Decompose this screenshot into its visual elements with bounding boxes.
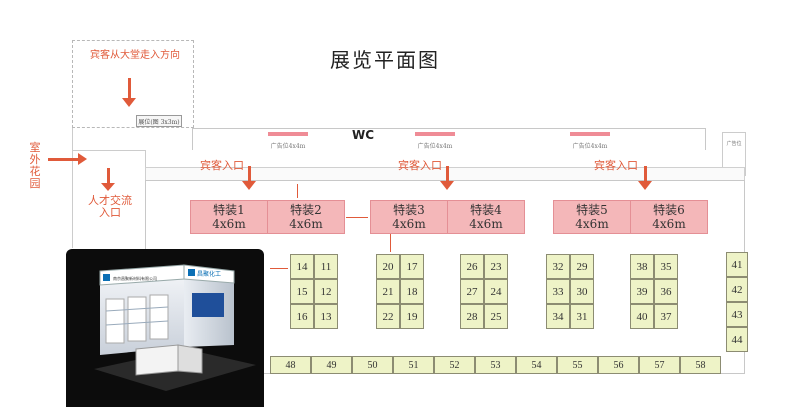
special-booth-name: 特装3 [393, 203, 425, 217]
entrance-label-2: 宾客入口 [398, 159, 442, 172]
special-booth-5: 特装5 4x6m [553, 200, 631, 234]
booth-27: 27 [460, 279, 484, 304]
lobby-arrow-icon [128, 78, 131, 100]
booth-36: 36 [654, 279, 678, 304]
talent-label-line-1: 人才交流 [88, 194, 132, 207]
booth-16: 16 [290, 304, 314, 329]
special-booth-6: 特装6 4x6m [630, 200, 708, 234]
ad-spot-label-2: 广告位4x4m [417, 143, 453, 150]
entrance-label-1: 宾客入口 [200, 159, 244, 172]
dimension-marker [297, 184, 298, 198]
booth-28: 28 [460, 304, 484, 329]
special-booth-4: 特装4 4x6m [447, 200, 525, 234]
special-booth-name: 特装2 [290, 203, 322, 217]
talent-label-line-2: 入口 [99, 206, 121, 219]
booth-29: 29 [570, 254, 594, 279]
booth-34: 34 [546, 304, 570, 329]
special-booth-size: 4x6m [652, 217, 686, 231]
booth-20: 20 [376, 254, 400, 279]
corridor-left-wall [72, 128, 73, 248]
booth-39: 39 [630, 279, 654, 304]
special-booth-size: 4x6m [469, 217, 503, 231]
garden-arrow-icon [48, 158, 78, 161]
special-booth-name: 特装6 [653, 203, 685, 217]
dimension-marker [270, 268, 288, 269]
special-booth-name: 特装1 [213, 203, 245, 217]
lobby-small-booth: 展位(图 3x3m) [136, 115, 182, 127]
entrance-arrow-1-icon [248, 166, 251, 182]
ad-spot-bar-2 [415, 132, 455, 136]
special-booth-1: 特装1 4x6m [190, 200, 268, 234]
special-booth-name: 特装5 [576, 203, 608, 217]
special-booth-3: 特装3 4x6m [370, 200, 448, 234]
booth-24: 24 [484, 279, 508, 304]
ad-spot-label-1: 广告位4x4m [270, 143, 306, 150]
booth-35: 35 [654, 254, 678, 279]
booth-14: 14 [290, 254, 314, 279]
ad-spot-bar-3 [570, 132, 610, 136]
garden-char-3: 花 [29, 165, 41, 178]
special-booth-size: 4x6m [575, 217, 609, 231]
booth-32: 32 [546, 254, 570, 279]
booth-33: 33 [546, 279, 570, 304]
special-booth-size: 4x6m [289, 217, 323, 231]
ad-spot-label-4: 广告位 [726, 141, 742, 147]
entrance-arrowhead-1-icon [242, 181, 256, 190]
booth-brand-text: 南京昌聚新材料有限公司 [113, 275, 157, 281]
booth-photo: 南京昌聚新材料有限公司 昌聚化工 [66, 249, 264, 407]
entrance-arrow-2-icon [446, 166, 449, 182]
corridor-divider [72, 150, 145, 151]
booth-37: 37 [654, 304, 678, 329]
dimension-marker [390, 232, 391, 252]
outdoor-garden-label: 室 外 花 园 [28, 142, 42, 190]
booth-21: 21 [376, 279, 400, 304]
page-title: 展览平面图 [330, 48, 440, 72]
booth-15: 15 [290, 279, 314, 304]
booth-18: 18 [400, 279, 424, 304]
booth-31: 31 [570, 304, 594, 329]
booth-26: 26 [460, 254, 484, 279]
booth-30: 30 [570, 279, 594, 304]
talent-arrow-icon [107, 168, 110, 184]
booth-38: 38 [630, 254, 654, 279]
booth-logo-text: 昌聚化工 [197, 270, 221, 278]
ad-spot-bar-1 [268, 132, 308, 136]
booth-12: 12 [314, 279, 338, 304]
booth-render-image: 南京昌聚新材料有限公司 昌聚化工 [94, 264, 256, 391]
lobby-direction-label: 宾客从大堂走入方向 [90, 50, 180, 61]
garden-char-2: 外 [29, 153, 41, 166]
booth-13: 13 [314, 304, 338, 329]
booth-25: 25 [484, 304, 508, 329]
special-booth-name: 特装4 [470, 203, 502, 217]
special-booth-2: 特装2 4x6m [267, 200, 345, 234]
booth-40: 40 [630, 304, 654, 329]
talent-exchange-label: 人才交流 入口 [80, 195, 140, 219]
garden-arrowhead-icon [78, 153, 87, 165]
special-booth-size: 4x6m [392, 217, 426, 231]
ad-spot-label-3: 广告位4x4m [572, 143, 608, 150]
booth-11: 11 [314, 254, 338, 279]
hall-top-wall [145, 167, 745, 181]
booth-17: 17 [400, 254, 424, 279]
special-booth-size: 4x6m [212, 217, 246, 231]
garden-char-4: 园 [29, 177, 41, 190]
booth-23: 23 [484, 254, 508, 279]
lobby-area [72, 40, 194, 128]
dimension-marker [346, 217, 368, 218]
entrance-arrowhead-3-icon [638, 181, 652, 190]
entrance-label-3: 宾客入口 [594, 159, 638, 172]
lobby-arrowhead-icon [122, 98, 136, 107]
talent-arrowhead-icon [101, 183, 115, 191]
wc-label: WC [352, 128, 375, 142]
entrance-arrow-3-icon [644, 166, 647, 182]
booth-22: 22 [376, 304, 400, 329]
booth-19: 19 [400, 304, 424, 329]
entrance-arrowhead-2-icon [440, 181, 454, 190]
garden-char-1: 室 [29, 141, 41, 154]
